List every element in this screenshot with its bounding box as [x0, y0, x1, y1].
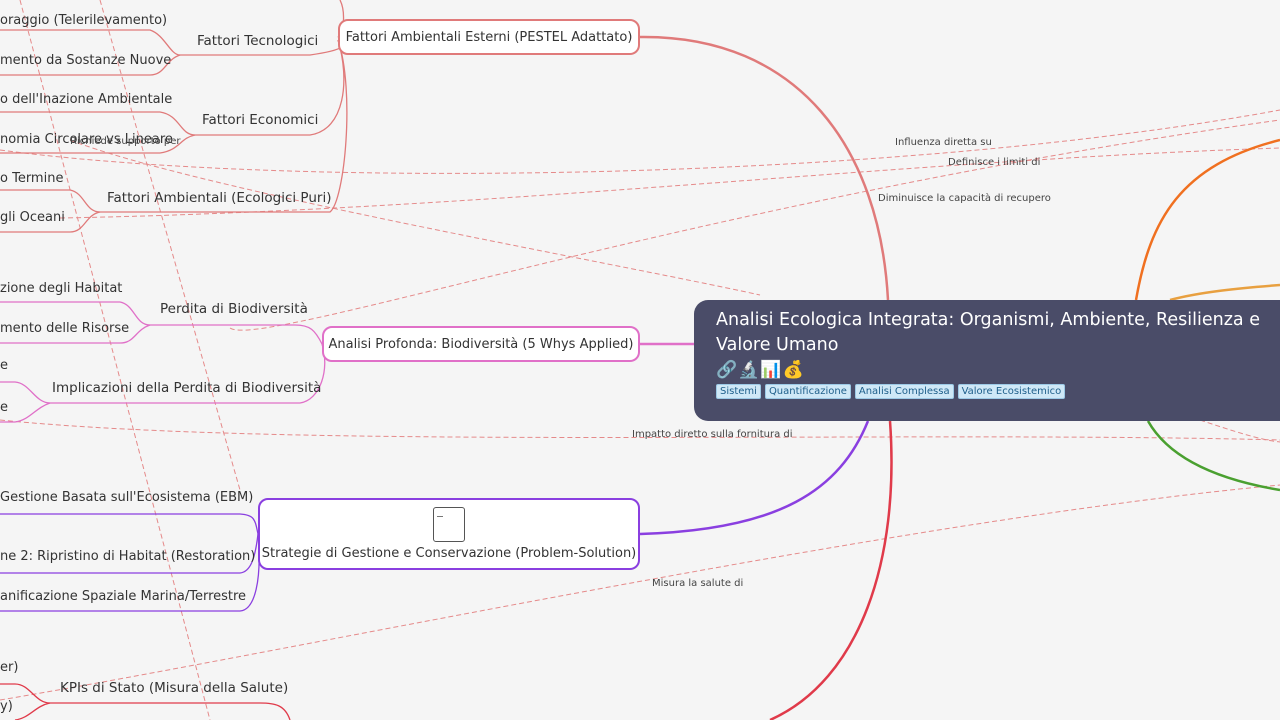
leaf-kpi-2[interactable]: y): [0, 699, 13, 714]
relation-line: [99, 0, 241, 491]
leaf-monitoraggio[interactable]: oraggio (Telerilevamento): [0, 13, 168, 28]
relation-label-richiede: Richiede supporto per: [70, 136, 181, 147]
relation-line: [0, 484, 1280, 701]
leaf-ebm[interactable]: Gestione Basata sull'Ecosistema (EBM): [0, 490, 254, 505]
branch-kpi-stato[interactable]: KPIs di Stato (Misura della Salute): [60, 680, 289, 696]
orange-branch-line: [1134, 138, 1280, 301]
leaf-ripristino[interactable]: ne 2: Ripristino di Habitat (Restoration…: [0, 549, 256, 564]
leaf-inquinamento[interactable]: mento da Sostanze Nuove: [0, 53, 172, 68]
branch-fattori-ecologici[interactable]: Fattori Ambientali (Ecologici Puri): [107, 190, 332, 206]
relation-label-impatto: Impatto diretto sulla fornitura di: [632, 429, 793, 440]
node-biodiversity-label: Analisi Profonda: Biodiversità (5 Whys A…: [328, 336, 634, 352]
relation-label-influenza: Influenza diretta su: [895, 137, 992, 148]
relation-label-misura: Misura la salute di: [652, 578, 744, 589]
branch-implicazioni[interactable]: Implicazioni della Perdita di Biodiversi…: [52, 380, 322, 396]
relation-line: [1199, 419, 1280, 443]
root-node[interactable]: Analisi Ecologica Integrata: Organismi, …: [694, 300, 1280, 421]
relation-line: [229, 119, 1280, 331]
branch-fattori-economici[interactable]: Fattori Economici: [202, 112, 319, 128]
tag-valore-ecosistemico[interactable]: Valore Ecosistemico: [957, 384, 1066, 399]
relation-label-definisce: Definisce i limiti di: [948, 157, 1041, 168]
node-pestel-label: Fattori Ambientali Esterni (PESTEL Adatt…: [345, 29, 633, 45]
strategies-branch-line: [639, 420, 870, 536]
tag-sistemi[interactable]: Sistemi: [716, 384, 761, 399]
branch-fattori-tecnologici[interactable]: Fattori Tecnologici: [197, 33, 319, 49]
tag-quantificazione[interactable]: Quantificazione: [764, 384, 851, 399]
image-placeholder-icon: [433, 507, 465, 542]
leaf-economia-circolare[interactable]: nomia Circolare vs Lineare: [0, 132, 173, 147]
root-emoji-icons: 🔗🔬📊💰: [716, 360, 805, 380]
pestel-branch-line: [639, 35, 890, 301]
relation-line: [0, 109, 1280, 174]
root-title: Analisi Ecologica Integrata: Organismi, …: [716, 310, 1260, 355]
node-strategies[interactable]: Strategie di Gestione e Conservazione (P…: [258, 498, 640, 570]
relation-line: [59, 147, 1280, 219]
leaf-pianificazione[interactable]: anificazione Spaziale Marina/Terrestre: [0, 589, 247, 604]
red-branch-line: [769, 420, 893, 720]
root-tags: Sistemi Quantificazione Analisi Compless…: [716, 384, 1280, 399]
leaf-implicazione-1[interactable]: e: [0, 358, 8, 373]
leaf-risorse[interactable]: mento delle Risorse: [0, 321, 130, 336]
sub-branches: [0, 0, 348, 720]
leaf-oceani[interactable]: gli Oceani: [0, 210, 65, 225]
tag-analisi-complessa[interactable]: Analisi Complessa: [854, 384, 954, 399]
node-pestel[interactable]: Fattori Ambientali Esterni (PESTEL Adatt…: [338, 19, 640, 55]
branch-perdita-biodiversita[interactable]: Perdita di Biodiversità: [160, 301, 308, 317]
leaf-termine[interactable]: o Termine: [0, 171, 64, 186]
green-branch-line: [1146, 420, 1280, 492]
leaf-kpi-1[interactable]: er): [0, 660, 19, 675]
relation-line: [19, 0, 211, 720]
relation-label-diminuisce: Diminuisce la capacità di recupero: [878, 193, 1051, 204]
relation-line: [0, 419, 1280, 441]
leaf-habitat[interactable]: zione degli Habitat: [0, 281, 123, 296]
node-strategies-label: Strategie di Gestione e Conservazione (P…: [261, 546, 637, 561]
leaf-costo-inazione[interactable]: o dell'Inazione Ambientale: [0, 92, 173, 107]
leaf-implicazione-2[interactable]: e: [0, 400, 8, 415]
main-branches: [639, 35, 1280, 720]
amber-branch-line: [1169, 283, 1280, 302]
relation-line: [69, 139, 761, 296]
node-biodiversity[interactable]: Analisi Profonda: Biodiversità (5 Whys A…: [322, 326, 640, 362]
